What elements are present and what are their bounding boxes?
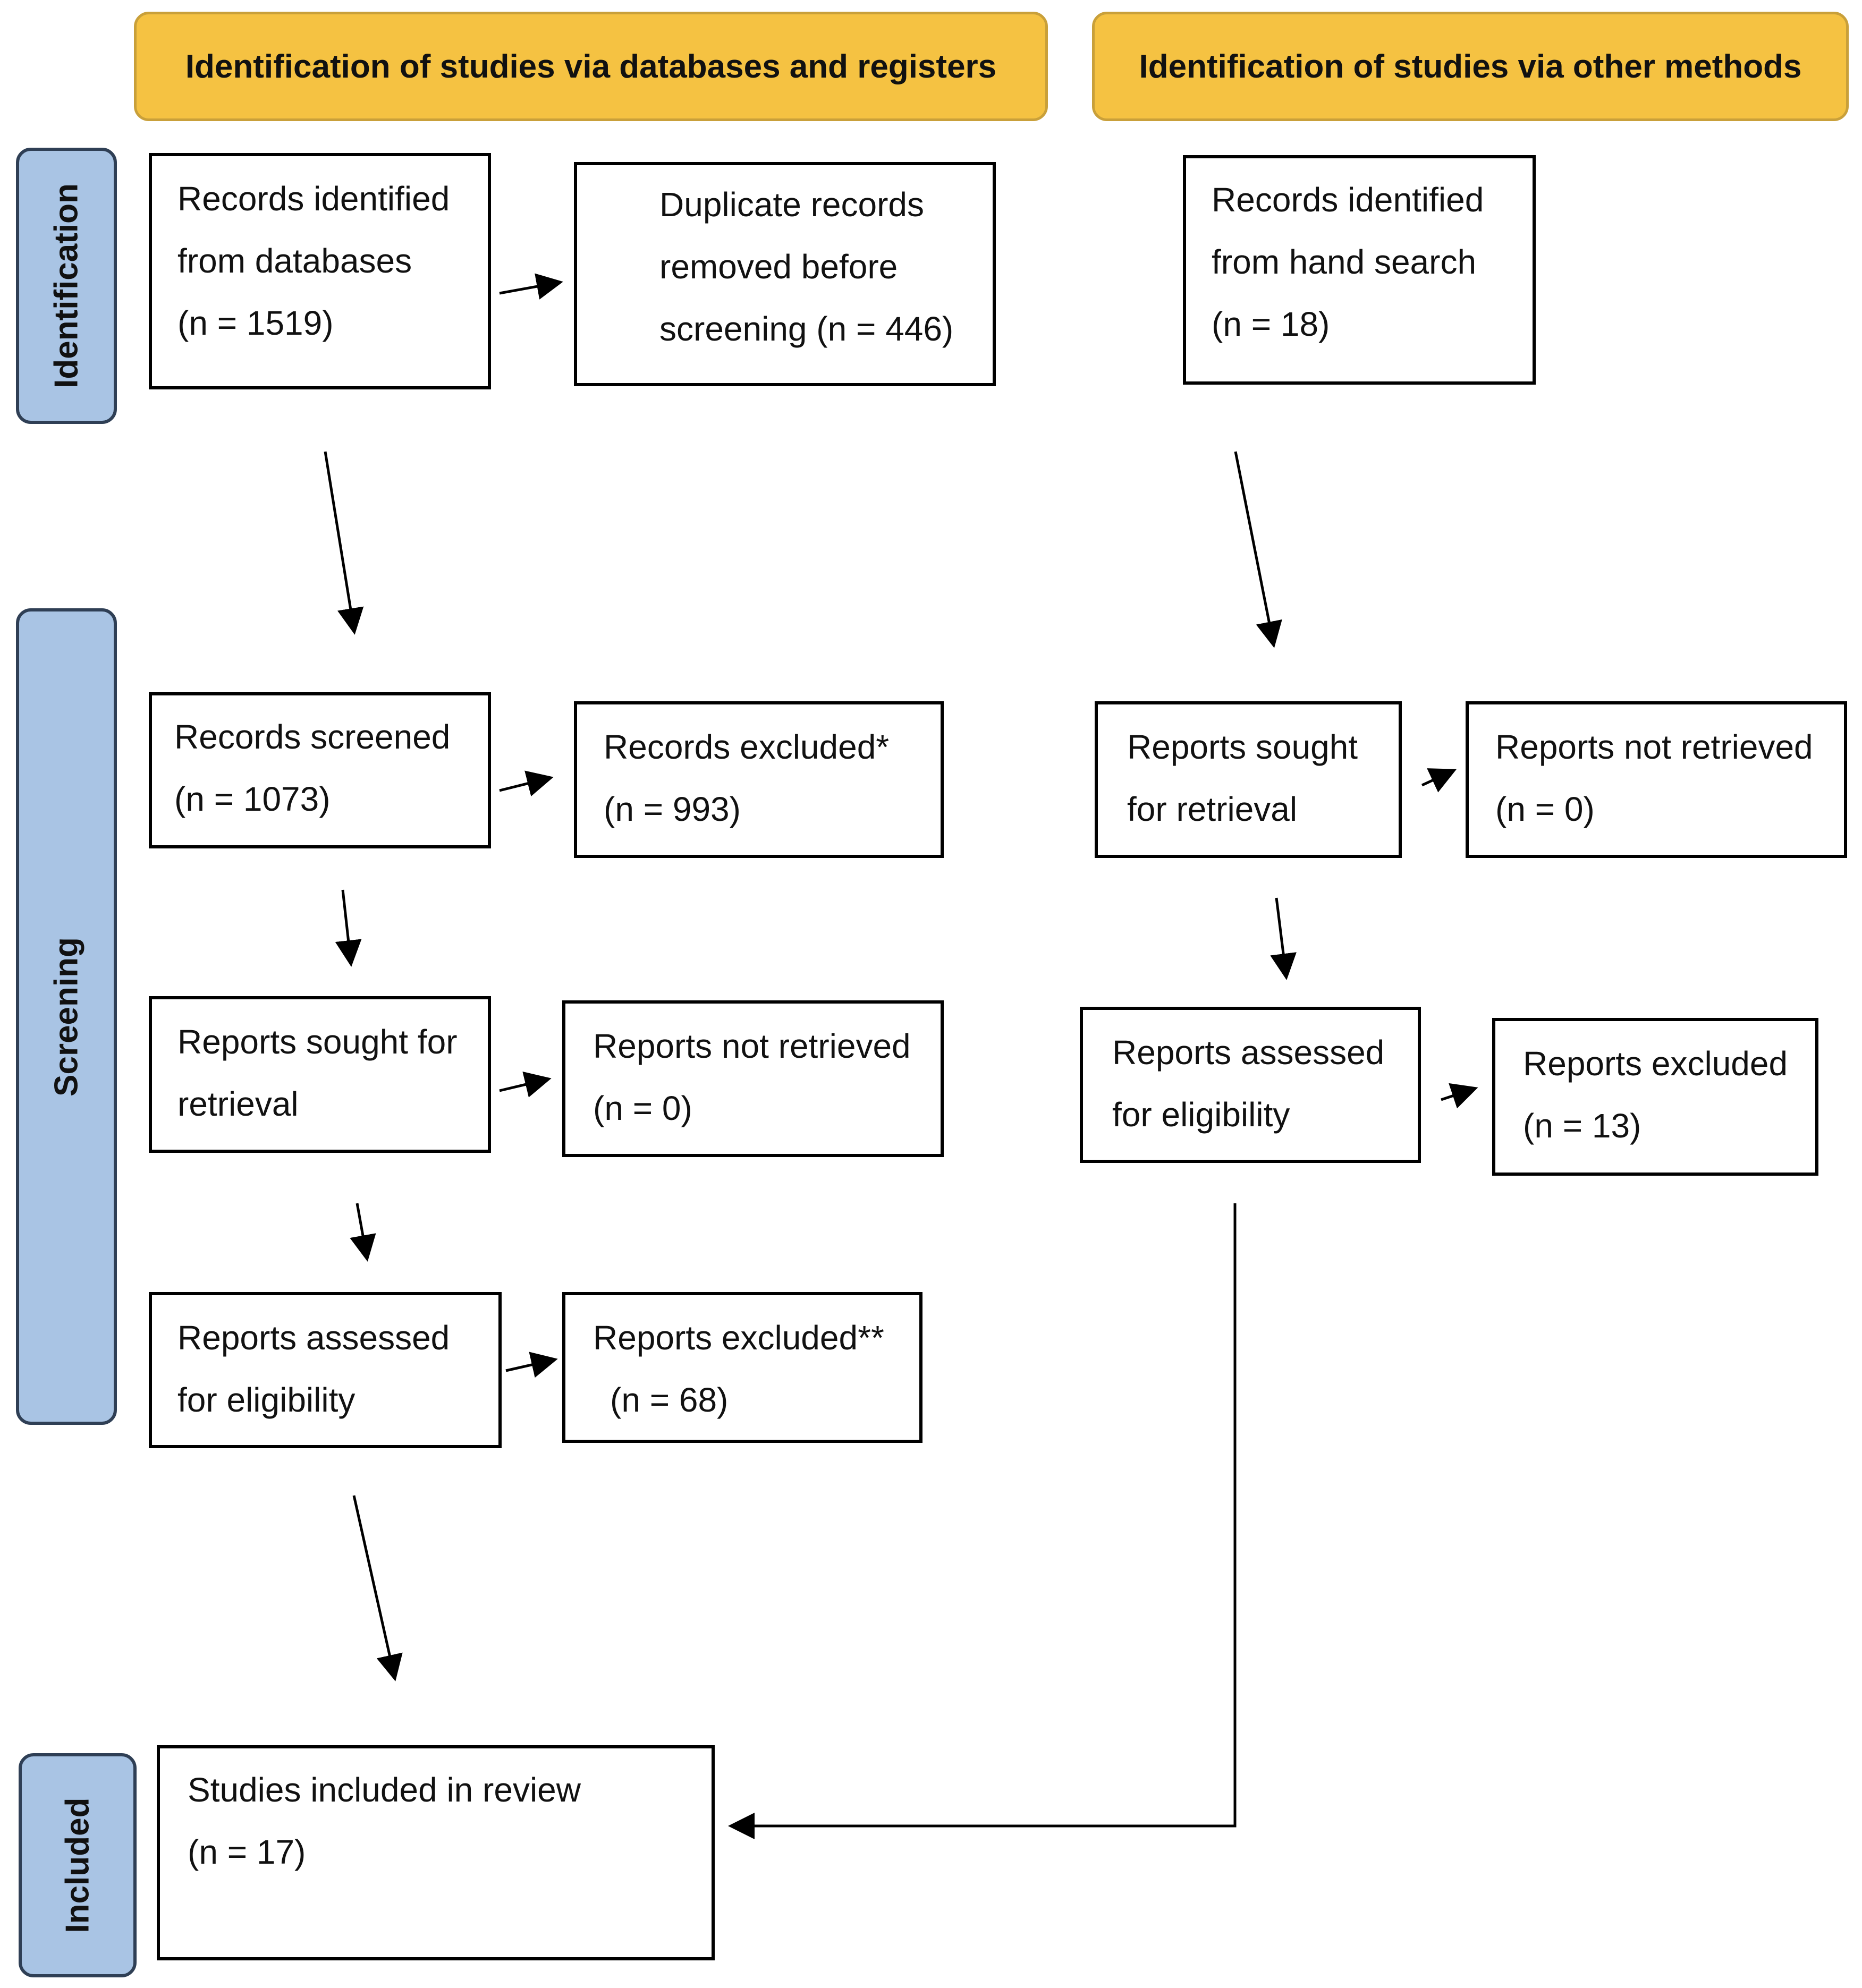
other-reports-not-retrieved-box: Reports not retrieved (n = 0) bbox=[1466, 701, 1847, 858]
arrow-other-assessed-to-included bbox=[728, 1203, 1237, 1839]
arrow-identified-to-duplicates bbox=[499, 273, 563, 300]
db-excluded-line1: Records excluded* bbox=[604, 728, 890, 766]
phase-screening: Screening bbox=[16, 608, 117, 1425]
db-duplicates-removed-box: Duplicate records removed before screeni… bbox=[574, 162, 996, 386]
db-identified-line1: Records identified bbox=[177, 180, 450, 218]
db-screened-line1: Records screened bbox=[174, 718, 451, 756]
other-not-retrieved-line2: (n = 0) bbox=[1495, 790, 1595, 828]
other-reports-assessed-box: Reports assessed for eligibility bbox=[1080, 1007, 1421, 1163]
studies-included-box: Studies included in review (n = 17) bbox=[157, 1745, 715, 1960]
db-records-identified-box: Records identified from databases (n = 1… bbox=[149, 153, 491, 389]
other-reports-excluded-box: Reports excluded (n = 13) bbox=[1492, 1018, 1818, 1176]
db-not-retrieved-line1: Reports not retrieved bbox=[593, 1027, 911, 1065]
db-not-retrieved-line2: (n = 0) bbox=[593, 1089, 692, 1127]
included-line2: (n = 17) bbox=[188, 1833, 306, 1871]
arrow-screened-to-excluded bbox=[499, 770, 554, 796]
db-assessed-line2: for eligibility bbox=[177, 1381, 356, 1419]
db-duplicates-line3: screening (n = 446) bbox=[659, 310, 954, 348]
db-duplicates-line2: removed before bbox=[659, 248, 898, 286]
arrow-assessed-to-included bbox=[352, 1495, 403, 1681]
arrow-screened-to-sought bbox=[335, 889, 362, 967]
db-records-excluded-box: Records excluded* (n = 993) bbox=[574, 701, 944, 858]
other-reports-excluded-line1: Reports excluded bbox=[1523, 1044, 1788, 1083]
header-databases-registers: Identification of studies via databases … bbox=[134, 12, 1048, 121]
db-records-screened-box: Records screened (n = 1073) bbox=[149, 692, 491, 848]
db-reports-assessed-box: Reports assessed for eligibility bbox=[149, 1292, 502, 1448]
arrow-other-sought-to-not-retrieved bbox=[1421, 768, 1457, 793]
db-excluded-line2: (n = 993) bbox=[604, 790, 741, 828]
other-identified-line2: from hand search bbox=[1212, 243, 1477, 281]
db-identified-line2: from databases bbox=[177, 242, 412, 280]
arrow-identified-to-screened bbox=[324, 451, 364, 635]
db-reports-excluded-box: Reports excluded** (n = 68) bbox=[562, 1292, 922, 1443]
arrow-sought-to-not-retrieved bbox=[499, 1071, 552, 1098]
phase-included: Included bbox=[19, 1753, 137, 1977]
db-screened-line2: (n = 1073) bbox=[174, 780, 331, 818]
header-other-label: Identification of studies via other meth… bbox=[1139, 48, 1802, 85]
other-sought-line2: for retrieval bbox=[1127, 790, 1298, 828]
phase-identification: Identification bbox=[16, 148, 117, 424]
db-reports-not-retrieved-box: Reports not retrieved (n = 0) bbox=[562, 1000, 944, 1157]
other-sought-line1: Reports sought bbox=[1127, 728, 1358, 766]
db-identified-line3: (n = 1519) bbox=[177, 304, 334, 342]
db-reports-sought-box: Reports sought for retrieval bbox=[149, 996, 491, 1153]
db-reports-excluded-line1: Reports excluded** bbox=[593, 1319, 884, 1357]
db-reports-excluded-line2: (n = 68) bbox=[610, 1381, 729, 1419]
other-assessed-line1: Reports assessed bbox=[1112, 1033, 1385, 1072]
other-identified-line3: (n = 18) bbox=[1212, 305, 1330, 343]
db-sought-line1: Reports sought for bbox=[177, 1023, 458, 1061]
db-duplicates-line1: Duplicate records bbox=[659, 185, 924, 224]
other-records-identified-box: Records identified from hand search (n =… bbox=[1183, 155, 1536, 385]
other-reports-excluded-line2: (n = 13) bbox=[1523, 1107, 1641, 1145]
header-databases-label: Identification of studies via databases … bbox=[185, 48, 997, 85]
arrow-sought-to-assessed bbox=[350, 1203, 376, 1262]
db-sought-line2: retrieval bbox=[177, 1085, 299, 1123]
other-identified-line1: Records identified bbox=[1212, 181, 1484, 219]
arrow-other-sought-to-assessed bbox=[1270, 897, 1297, 980]
other-not-retrieved-line1: Reports not retrieved bbox=[1495, 728, 1813, 766]
other-reports-sought-box: Reports sought for retrieval bbox=[1095, 701, 1402, 858]
other-assessed-line2: for eligibility bbox=[1112, 1095, 1290, 1134]
db-assessed-line1: Reports assessed bbox=[177, 1319, 450, 1357]
header-other-methods: Identification of studies via other meth… bbox=[1092, 12, 1849, 121]
included-line1: Studies included in review bbox=[188, 1771, 581, 1809]
arrow-other-assessed-to-excluded bbox=[1441, 1083, 1478, 1109]
arrow-other-identified-to-sought bbox=[1234, 451, 1282, 648]
arrow-assessed-to-reports-excluded bbox=[505, 1352, 558, 1378]
